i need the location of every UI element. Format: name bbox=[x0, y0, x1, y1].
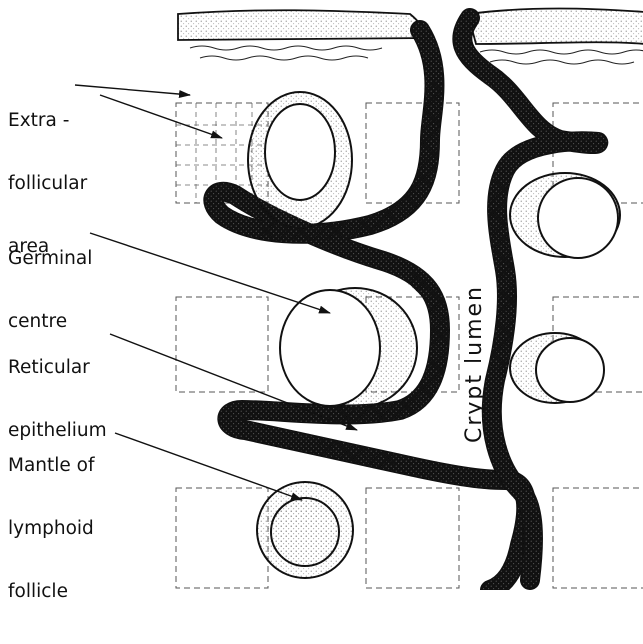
tissue-block bbox=[366, 488, 459, 588]
label-line: Reticular bbox=[8, 357, 107, 378]
leader-extrafollicular bbox=[100, 95, 222, 138]
germinal-centre bbox=[536, 338, 604, 402]
surface-epithelium bbox=[178, 9, 643, 65]
follicle bbox=[280, 288, 417, 408]
leader-extrafollicular bbox=[75, 85, 190, 95]
tissue-block bbox=[553, 488, 643, 588]
follicle bbox=[248, 92, 352, 228]
label-line: Extra - bbox=[8, 110, 87, 131]
crypt-lumen-label: Crypt lumen bbox=[462, 285, 487, 443]
tissue-block bbox=[176, 488, 268, 588]
follicle bbox=[510, 333, 604, 403]
germinal-centre bbox=[538, 178, 618, 258]
follicle bbox=[257, 482, 353, 578]
label-line: Germinal bbox=[8, 248, 92, 269]
germinal-centre bbox=[271, 498, 339, 566]
diagram-drawing bbox=[0, 0, 643, 590]
label-line: Mantle of bbox=[8, 455, 95, 476]
tonsil-crypt-diagram: Extra - follicular area Germinal centre … bbox=[0, 0, 643, 590]
leader-germinal-centre bbox=[90, 233, 330, 313]
reticular-epithelium-segment bbox=[318, 445, 395, 463]
follicle bbox=[510, 173, 620, 258]
label-mantle-of-lymphoid-follicle: Mantle of lymphoid follicle bbox=[8, 413, 95, 644]
label-line: lymphoid bbox=[8, 518, 95, 539]
germinal-centre bbox=[280, 290, 380, 406]
label-line: follicle bbox=[8, 581, 95, 602]
germinal-centre bbox=[265, 104, 335, 200]
label-line: follicular bbox=[8, 173, 87, 194]
